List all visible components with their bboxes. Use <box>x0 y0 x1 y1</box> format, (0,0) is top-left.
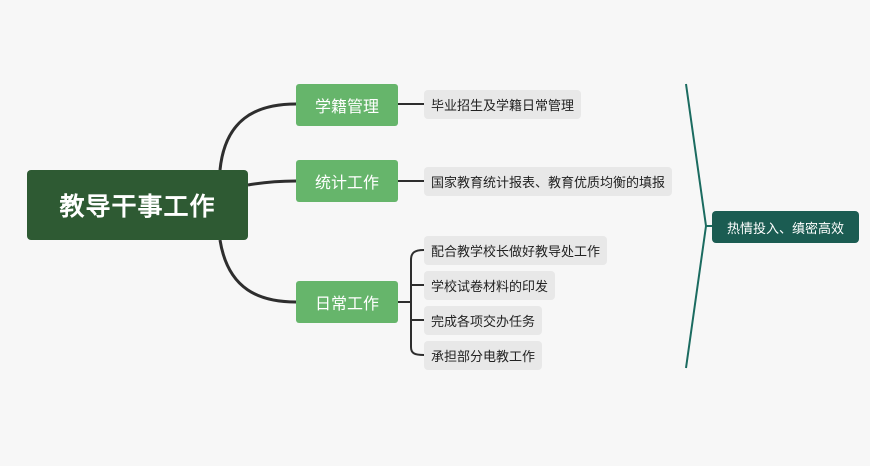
root-node: 教导干事工作 <box>27 170 248 240</box>
leaf-statistics-reporting: 国家教育统计报表、教育优质均衡的填报 <box>424 167 673 196</box>
connector-root-to-statistics <box>247 179 297 187</box>
summary-node: 热情投入、缜密高效 <box>712 211 859 243</box>
leaf-assigned-tasks: 完成各项交办任务 <box>424 306 543 335</box>
connector-root-to-daily-work <box>218 239 297 304</box>
leaf-graduation-enrollment: 毕业招生及学籍日常管理 <box>424 90 582 119</box>
connector-daily-work-fork <box>398 249 425 356</box>
branch-student-records: 学籍管理 <box>296 84 398 126</box>
leaf-assist-principal: 配合教学校长做好教导处工作 <box>424 236 608 265</box>
leaf-av-education: 承担部分电教工作 <box>424 341 543 370</box>
branch-statistics: 统计工作 <box>296 160 398 202</box>
branch-daily-work: 日常工作 <box>296 281 398 323</box>
leaf-exam-printing: 学校试卷材料的印发 <box>424 271 556 300</box>
summary-bracket <box>685 83 708 369</box>
connector-root-to-student-records <box>218 102 297 171</box>
